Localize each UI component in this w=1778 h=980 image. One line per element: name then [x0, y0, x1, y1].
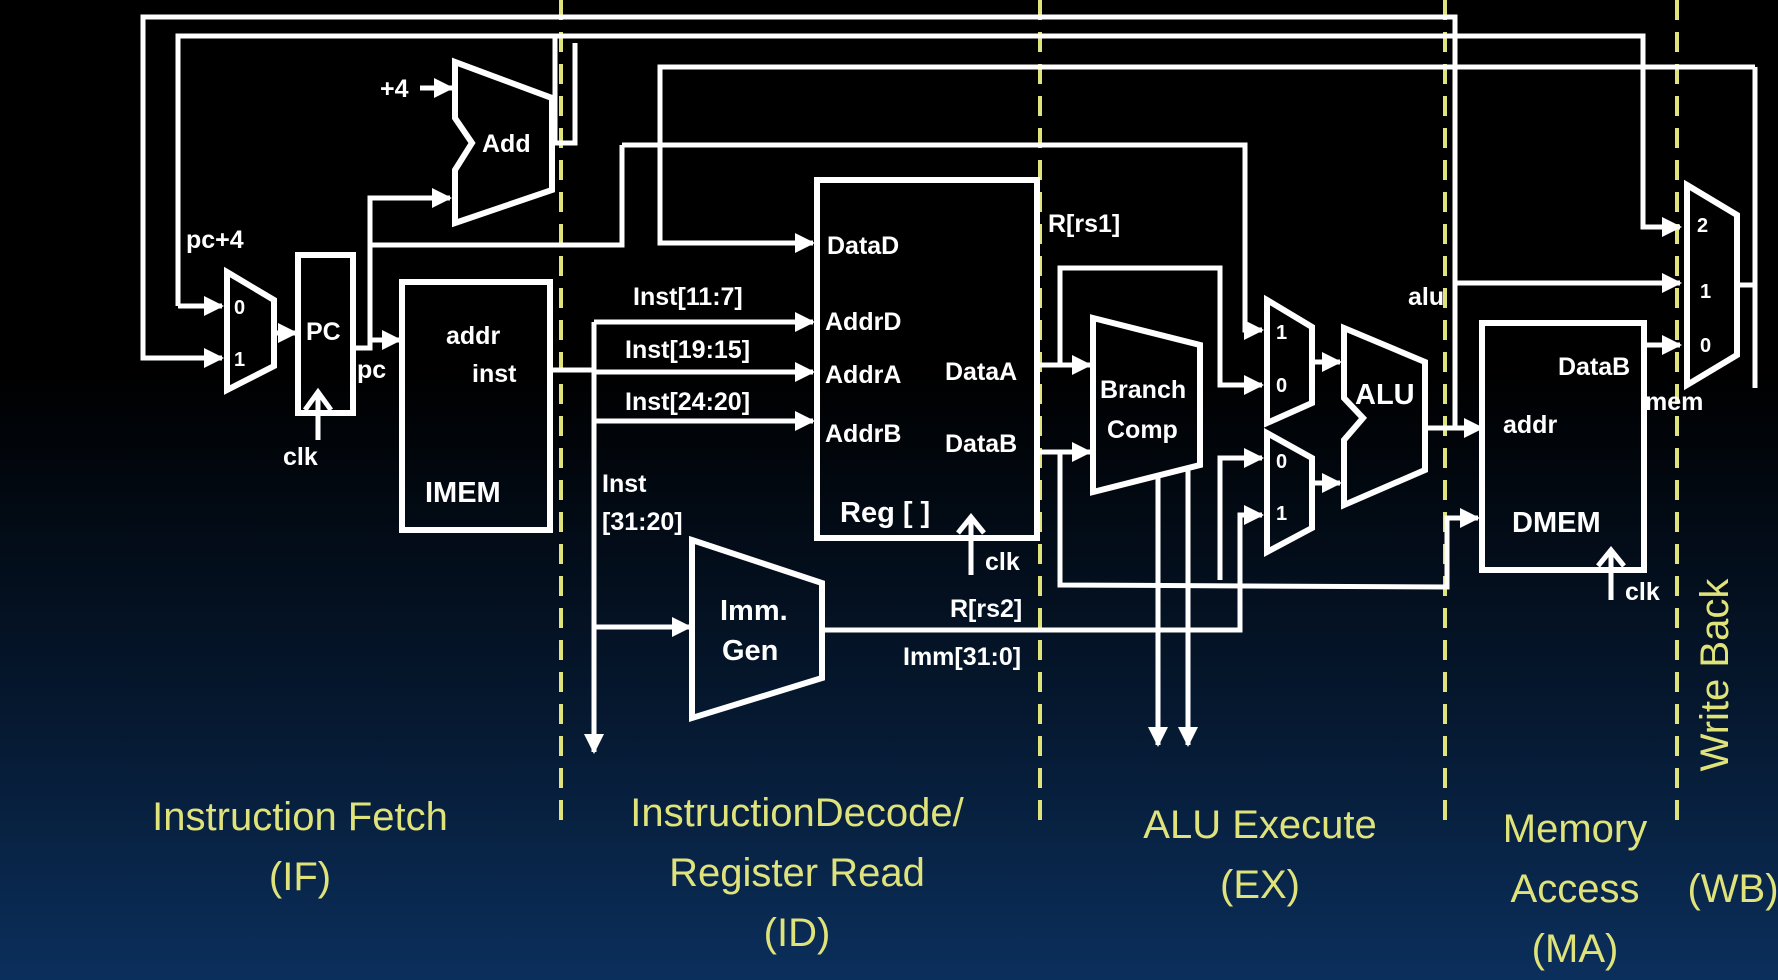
stage-ma-line3: (MA)	[1532, 927, 1619, 971]
wire-pc-to-amux	[622, 142, 1264, 340]
adder-label: Add	[482, 130, 531, 158]
wbmux-input-2: 2	[1697, 215, 1708, 237]
imem-inst-label: inst	[472, 360, 517, 388]
wire-imm-to-bmux	[822, 505, 1264, 633]
stage-wb-vertical: Write Back	[1693, 578, 1737, 772]
imm-gen-label-2: Gen	[722, 635, 778, 667]
r-rs2-label: R[rs2]	[950, 595, 1022, 623]
pc-adder: Add	[452, 57, 555, 228]
wire-alu-to-pcsel	[140, 14, 1458, 368]
dataa-label: DataA	[945, 358, 1017, 386]
pc-clk-label: clk	[283, 443, 318, 471]
dmem-datab-label: DataB	[1558, 353, 1630, 381]
imm-gen-label-1: Imm.	[720, 595, 788, 627]
wire-wb-to-datad	[657, 64, 1755, 253]
dmem-addr-label: addr	[1503, 411, 1557, 439]
inst-11-7-label: Inst[11:7]	[633, 283, 743, 311]
imm-label: Imm[31:0]	[903, 643, 1021, 671]
bmux-input-0: 0	[1276, 451, 1287, 473]
pc-select-mux: 0 1	[224, 266, 277, 395]
imem-label: IMEM	[425, 477, 501, 509]
datad-label: DataD	[827, 232, 899, 260]
wire-pc4-top	[175, 33, 555, 306]
amux-input-1: 1	[1276, 322, 1287, 344]
pc4-label: pc+4	[186, 226, 244, 254]
addrd-label: AddrD	[825, 308, 901, 336]
branch-label-2: Comp	[1107, 416, 1178, 444]
wire-alu-to-wbmux	[1452, 273, 1682, 428]
stage-if-line2: (IF)	[269, 855, 331, 899]
inst-19-15-label: Inst[19:15]	[625, 336, 750, 364]
stage-separators	[559, 0, 1679, 830]
wire-pc-to-imem	[353, 330, 402, 351]
imm-gen-block: Imm. Gen	[689, 535, 825, 723]
register-file: DataD AddrD AddrA AddrB DataA DataB Reg …	[814, 177, 1040, 576]
wire-datab-to-bmux	[1217, 448, 1264, 580]
addra-label: AddrA	[825, 361, 901, 389]
inst-24-20-label: Inst[24:20]	[625, 388, 750, 416]
stage-id-line1: InstructionDecode/	[630, 791, 964, 835]
imem-addr-label: addr	[446, 322, 500, 350]
stage-id-line2: Register Read	[669, 851, 925, 895]
reg-label: Reg [ ]	[840, 497, 930, 529]
pcsel-input-1: 1	[234, 349, 245, 371]
bmux-input-1: 1	[1276, 503, 1287, 525]
stage-id-line3: (ID)	[764, 911, 831, 955]
alu-label: ALU	[1355, 379, 1415, 411]
wire-adder-out	[552, 43, 578, 146]
dmem-block: DataB addr DMEM clk	[1479, 320, 1660, 606]
bsel-mux: 0 1	[1264, 427, 1315, 557]
branch-label-1: Branch	[1100, 376, 1186, 404]
instruction-bus: Inst[11:7] Inst[19:15] Inst[24:20] Inst …	[550, 283, 815, 754]
wire-pc-to-alu-mux	[370, 145, 625, 248]
branch-comparator: Branch Comp	[1090, 314, 1203, 496]
inst-31-20-label-a: Inst	[602, 470, 647, 498]
stage-wb-line2: (WB)	[1687, 867, 1778, 911]
stage-ex-line1: ALU Execute	[1143, 803, 1376, 847]
wire-dataa-to-amux	[1057, 265, 1264, 395]
pcsel-input-0: 0	[234, 297, 245, 319]
imem-block: addr inst IMEM	[399, 279, 553, 533]
wb-mux: 2 1 0	[1684, 179, 1740, 391]
alu-block: ALU	[1341, 323, 1428, 510]
stage-ex-line2: (EX)	[1220, 863, 1300, 907]
wire-datab-to-dmem	[1057, 452, 1480, 590]
stage-ma-line1: Memory	[1503, 807, 1647, 851]
stage-labels: Instruction Fetch (IF) InstructionDecode…	[152, 578, 1778, 971]
dmem-label: DMEM	[1512, 507, 1601, 539]
alu-out-label: alu	[1408, 283, 1444, 311]
stage-ma-line2: Access	[1511, 867, 1640, 911]
r-rs1-label: R[rs1]	[1048, 210, 1120, 238]
stage-if-line1: Instruction Fetch	[152, 795, 448, 839]
asel-mux: 1 0	[1264, 294, 1315, 428]
amux-input-0: 0	[1276, 375, 1287, 397]
pc-label: PC	[306, 318, 341, 346]
wbmux-input-0: 0	[1700, 335, 1711, 357]
datab-label: DataB	[945, 430, 1017, 458]
wire-pc-to-add	[367, 188, 452, 348]
plus4-label: +4	[380, 75, 409, 103]
reg-clk-label: clk	[985, 548, 1020, 576]
wbmux-input-1: 1	[1700, 281, 1711, 303]
inst-31-20-label-b: [31:20]	[602, 508, 683, 536]
dmem-clk-label: clk	[1625, 578, 1660, 606]
pc-out-label: pc	[357, 356, 386, 384]
pc-register: PC clk	[283, 252, 356, 471]
mem-label: mem	[1645, 388, 1703, 416]
addrb-label: AddrB	[825, 420, 901, 448]
feedback-wires	[140, 14, 1758, 388]
